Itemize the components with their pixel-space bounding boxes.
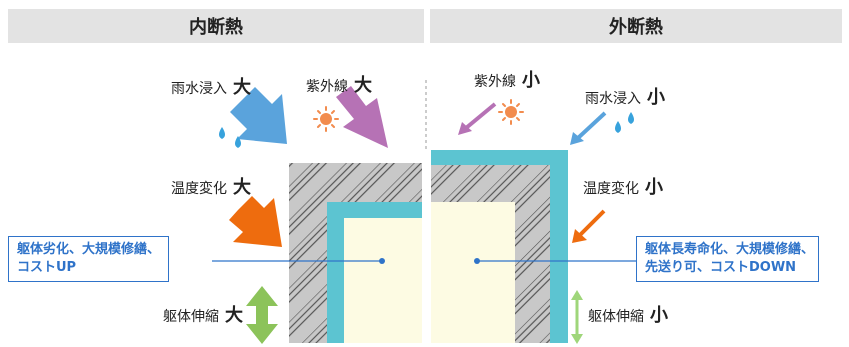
header-inner-insulation: 内断熱: [8, 9, 424, 43]
uv-arrow-large: [336, 86, 388, 148]
header-outer-insulation: 外断熱: [430, 9, 842, 43]
callout-inner-insulation: 躯体劣化、大規模修繕、 コストUP: [8, 236, 170, 282]
interior-right: [431, 202, 515, 343]
inner-insulation-wall: [289, 163, 422, 343]
sun-icon: [313, 106, 339, 132]
rain-label-left: 雨水浸入大: [171, 77, 251, 98]
uv-label-left: 紫外線大: [306, 75, 372, 96]
stretch-arrow-small: [571, 290, 583, 344]
callout-line: 躯体劣化、大規模修繕、: [17, 242, 161, 257]
rain-arrow-large: [230, 87, 287, 144]
stretch-arrow-large: [246, 286, 278, 344]
temp-label-left: 温度変化大: [171, 177, 251, 198]
callout-line: 躯体長寿命化、大規模修繕、: [645, 242, 815, 257]
interior-left: [344, 218, 422, 343]
uv-arrow-small: [458, 102, 497, 135]
temp-arrow-small: [572, 209, 606, 243]
rain-arrow-small: [570, 111, 607, 145]
water-drop-icon: [219, 127, 225, 139]
stretch-label-left: 躯体伸縮大: [163, 305, 243, 326]
rain-label-right: 雨水浸入小: [585, 87, 665, 108]
water-drop-icon: [235, 136, 241, 148]
callout-line: コストUP: [17, 260, 77, 275]
callout-outer-insulation: 躯体長寿命化、大規模修繕、 先送り可、コストDOWN: [636, 236, 820, 282]
uv-label-right: 紫外線小: [474, 70, 540, 91]
temp-arrow-large: [229, 196, 282, 247]
water-drop-icon: [628, 112, 634, 124]
stretch-label-right: 躯体伸縮小: [588, 305, 668, 326]
callout-line: 先送り可、コストDOWN: [645, 260, 797, 275]
temp-label-right: 温度変化小: [583, 177, 663, 198]
water-drop-icon: [615, 121, 621, 133]
outer-insulation-wall: [431, 150, 568, 343]
sun-icon: [498, 99, 524, 125]
